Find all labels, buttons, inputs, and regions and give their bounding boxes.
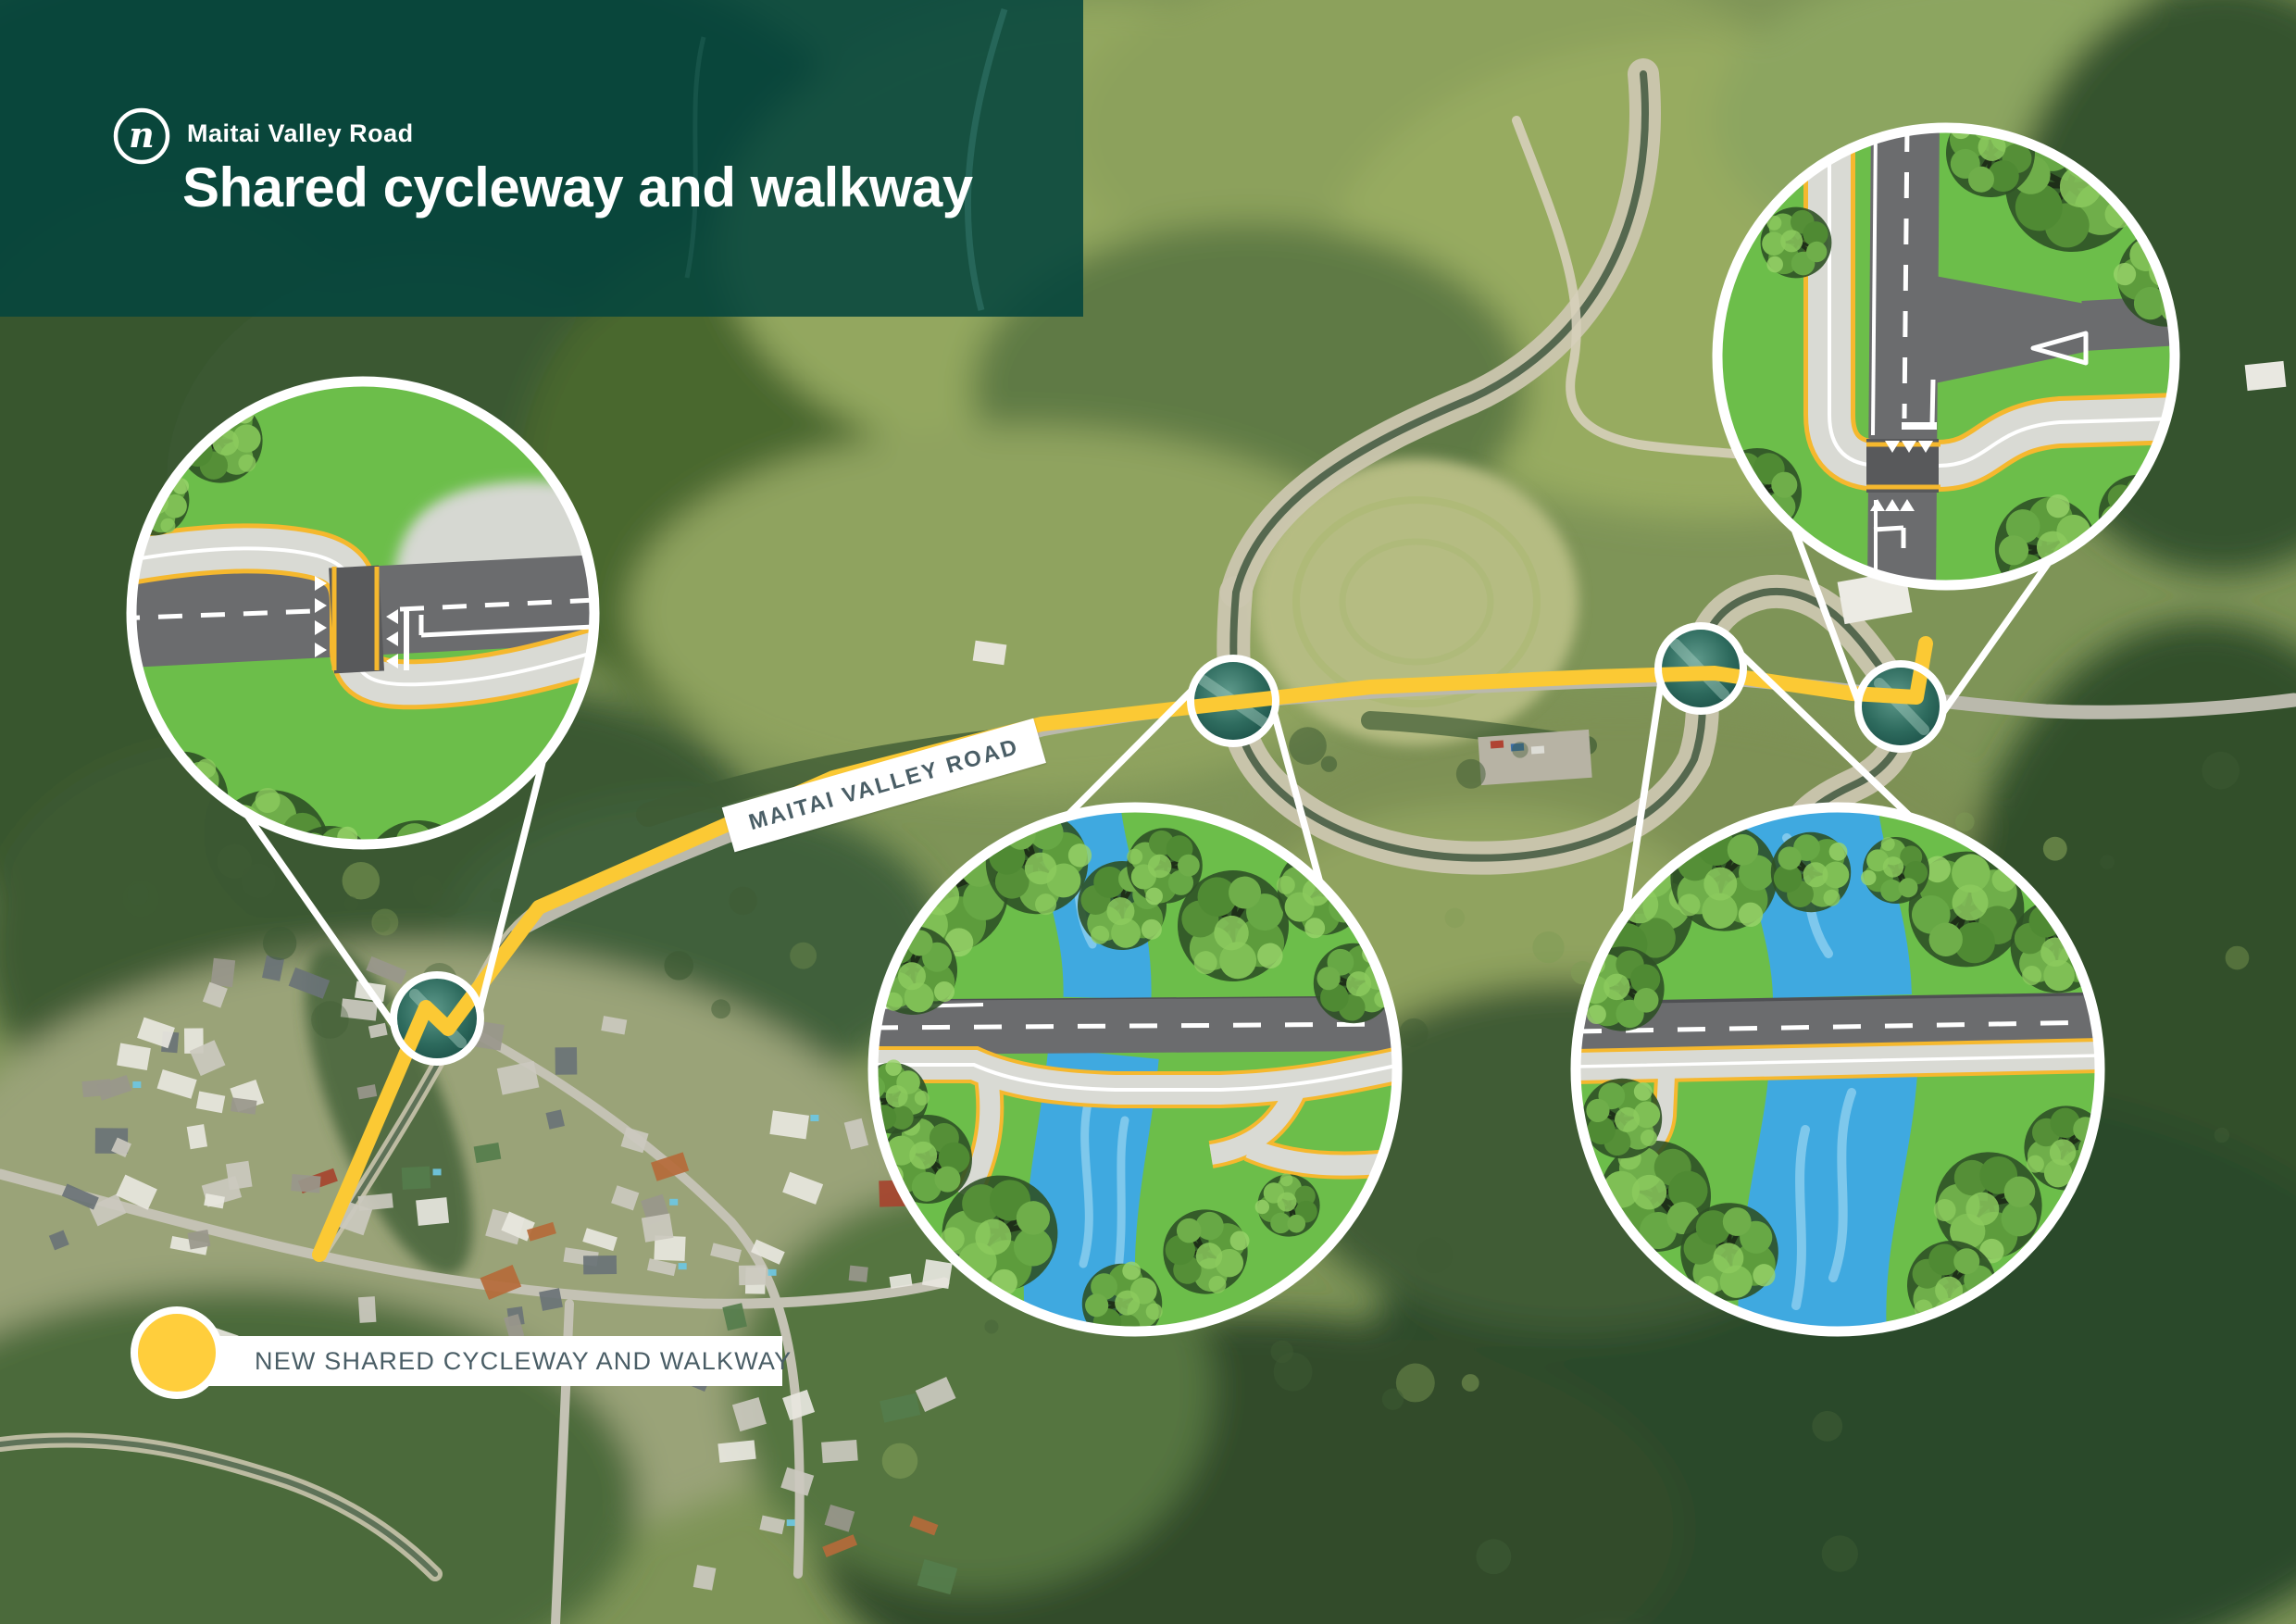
suburb-houses [48, 955, 958, 1595]
callout-intersection-detail [1712, 122, 2180, 591]
page-title: Shared cycleway and walkway [182, 156, 973, 219]
callout-bridge-detail-2 [1570, 802, 2105, 1337]
scatter-trees [122, 727, 2250, 1575]
logo-letter: n [129, 114, 155, 156]
council-logo: n [111, 106, 172, 167]
project-eyebrow: Maitai Valley Road [187, 119, 414, 147]
header-overlay [0, 0, 1083, 317]
callout-bridge-detail-1 [867, 802, 1403, 1337]
mini-circle-rings [390, 622, 1947, 1066]
